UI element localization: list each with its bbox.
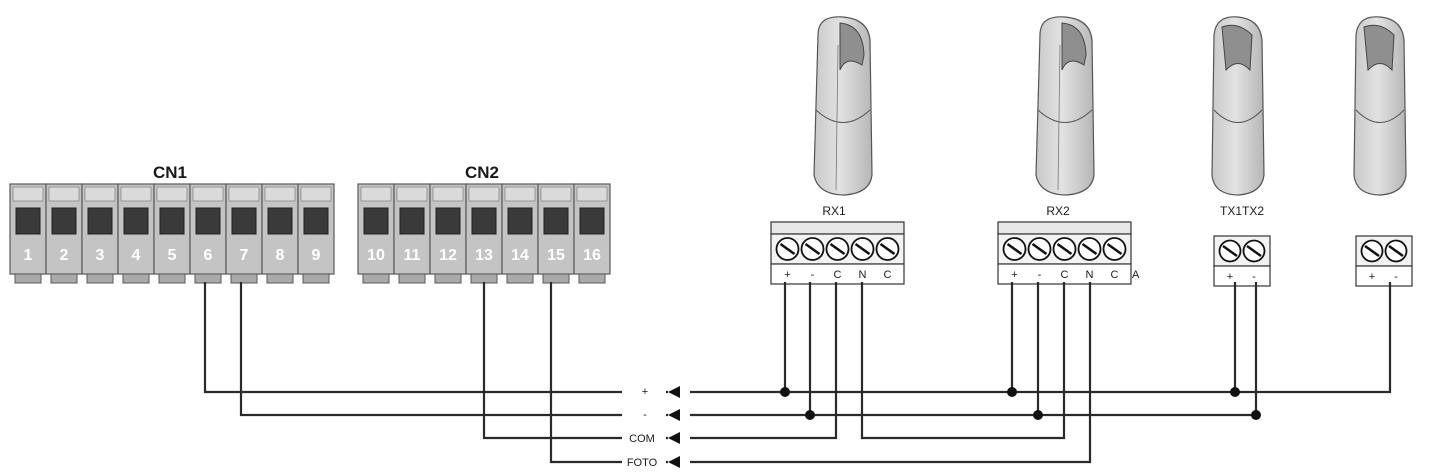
terminal-block-rx1: + - C N C <box>770 221 905 285</box>
arrow-foto-icon <box>668 456 680 468</box>
terminal-1: 1 <box>9 183 47 284</box>
junction-dot <box>1033 410 1043 420</box>
terminal-10: 10 <box>357 183 395 284</box>
junction-dot <box>780 387 790 397</box>
screw-icon <box>850 237 875 261</box>
terminal-6: 6 <box>189 183 227 284</box>
rx2-label: RX2 <box>1046 204 1070 218</box>
terminal-block-tx: +- <box>1213 235 1271 287</box>
polarity-label: C <box>1061 269 1069 281</box>
terminal-number: 1 <box>24 247 33 264</box>
rx1-label: RX1 <box>822 204 846 218</box>
terminal-9: 9 <box>297 183 335 284</box>
photocell-rx1-image <box>813 16 873 196</box>
terminal-number: 13 <box>475 247 493 264</box>
screw-icon <box>800 237 825 261</box>
terminal-number: 11 <box>404 247 421 264</box>
screw-icon <box>1052 237 1077 261</box>
terminal-number: 8 <box>276 247 285 264</box>
terminal-number: 9 <box>312 247 321 264</box>
junction-dot <box>1251 410 1261 420</box>
terminal-number: 15 <box>547 247 565 264</box>
junction-dot <box>805 410 815 420</box>
polarity-label: + <box>784 269 790 281</box>
screw-icon <box>1384 239 1408 263</box>
junction-dot <box>1230 387 1240 397</box>
polarity-label: C <box>884 269 892 281</box>
wiring <box>203 282 1392 468</box>
terminal-number: 7 <box>240 247 249 264</box>
terminal-2: 2 <box>45 183 83 284</box>
polarity-label: N <box>859 269 867 281</box>
screw-icon <box>825 237 850 261</box>
arrow-minus-icon <box>668 409 680 421</box>
screw-icon <box>1102 237 1127 261</box>
screw-icon <box>875 237 900 261</box>
polarity-label: - <box>1394 271 1398 283</box>
polarity-label: + <box>1369 271 1375 283</box>
photocell-tx2-image <box>1353 16 1407 196</box>
terminal-number: 2 <box>60 247 69 264</box>
polarity-label: - <box>811 269 815 281</box>
terminal-number: 6 <box>204 247 213 264</box>
terminal-block-tx2: +- <box>1355 235 1413 287</box>
terminal-number: 4 <box>132 247 141 264</box>
terminal-5: 5 <box>153 183 191 284</box>
polarity-label: + <box>1227 271 1233 283</box>
terminal-block-cn2: 10 11 12 13 14 15 16 <box>357 183 611 284</box>
terminal-block-cn1: 1 2 3 4 5 6 7 8 9 <box>9 183 335 284</box>
polarity-label: N <box>1086 269 1094 281</box>
terminal-number: 3 <box>96 247 105 264</box>
terminal-11: 11 <box>393 183 431 284</box>
screw-icon <box>1002 237 1027 261</box>
bus-foto-label: FOTO <box>627 457 658 469</box>
bus-plus-label: + <box>642 386 648 398</box>
terminal-number: 14 <box>511 247 529 264</box>
terminal-number: 5 <box>168 247 177 264</box>
polarity-label: - <box>1252 271 1256 283</box>
photocell-tx1-image <box>1211 16 1265 196</box>
polarity-label: + <box>1011 269 1017 281</box>
junction-dot <box>1007 387 1017 397</box>
photocell-rx2-image <box>1035 16 1095 196</box>
terminal-7: 7 <box>225 183 263 284</box>
tx1tx2-label: TX1TX2 <box>1220 204 1264 218</box>
cn2-title: CN2 <box>465 163 499 182</box>
terminal-14: 14 <box>501 183 539 284</box>
bus-com-label: COM <box>629 433 655 445</box>
terminal-number: 10 <box>367 247 385 264</box>
polarity-label: - <box>1038 269 1042 281</box>
terminal-12: 12 <box>429 183 467 284</box>
terminal-16: 16 <box>573 183 611 284</box>
terminal-block-rx2: + - C N C A <box>997 221 1140 285</box>
terminal-13: 13 <box>465 183 503 284</box>
screw-icon <box>1027 237 1052 261</box>
polarity-label: C <box>834 269 842 281</box>
screw-icon <box>1077 237 1102 261</box>
terminal-8: 8 <box>261 183 299 284</box>
terminal-suffix-label: A <box>1132 269 1140 281</box>
screw-icon <box>1218 239 1242 263</box>
terminal-number: 12 <box>439 247 457 264</box>
arrow-com-icon <box>668 432 680 444</box>
screw-icon <box>1360 239 1384 263</box>
screw-icon <box>775 237 800 261</box>
bus-minus-label: - <box>643 409 647 421</box>
arrow-plus-icon <box>668 386 680 398</box>
polarity-label: C <box>1111 269 1119 281</box>
terminal-15: 15 <box>537 183 575 284</box>
terminal-3: 3 <box>81 183 119 284</box>
cn1-title: CN1 <box>153 163 187 182</box>
terminal-number: 16 <box>583 247 601 264</box>
screw-icon <box>1242 239 1266 263</box>
terminal-4: 4 <box>117 183 155 284</box>
